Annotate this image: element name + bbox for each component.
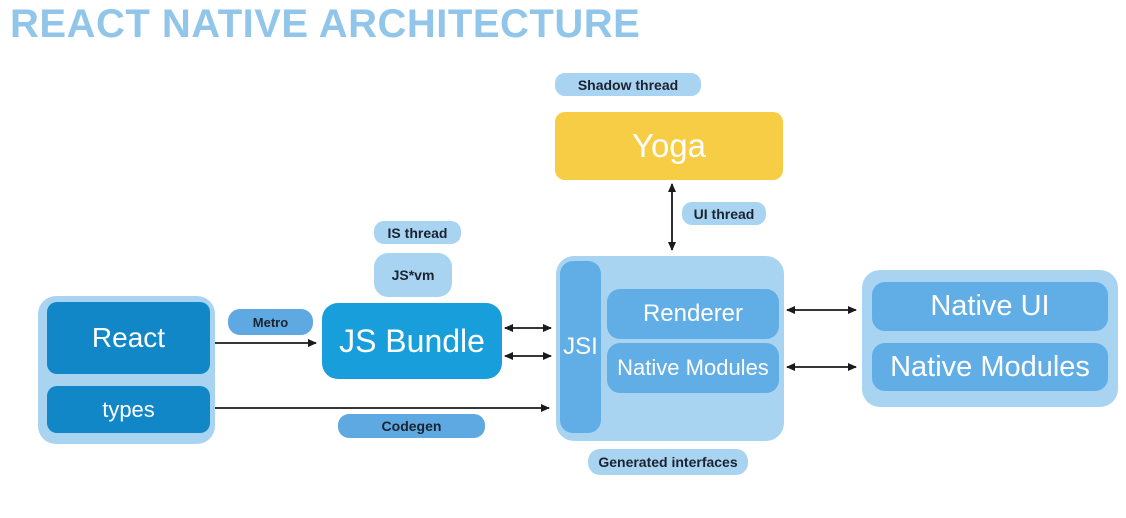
js-bundle-node: JS Bundle xyxy=(322,303,502,379)
metro-edge-label: Metro xyxy=(228,309,313,335)
renderer-node: Renderer xyxy=(607,289,779,339)
js-vm-label: JS*vm xyxy=(374,253,452,297)
jsi-node: JSI xyxy=(560,261,601,433)
generated-interfaces-label: Generated interfaces xyxy=(588,449,748,475)
ui-thread-label: UI thread xyxy=(682,202,766,225)
yoga-node: Yoga xyxy=(555,112,783,180)
page-title: REACT NATIVE ARCHITECTURE xyxy=(10,2,641,46)
shadow-thread-label: Shadow thread xyxy=(555,73,701,96)
native-ui-node: Native UI xyxy=(872,282,1108,331)
is-thread-label: IS thread xyxy=(374,221,461,244)
react-node: React xyxy=(47,302,210,374)
native-modules-bridge-node: Native Modules xyxy=(607,343,779,393)
types-node: types xyxy=(47,386,210,433)
native-modules-host-node: Native Modules xyxy=(872,343,1108,391)
codegen-edge-label: Codegen xyxy=(338,414,485,438)
